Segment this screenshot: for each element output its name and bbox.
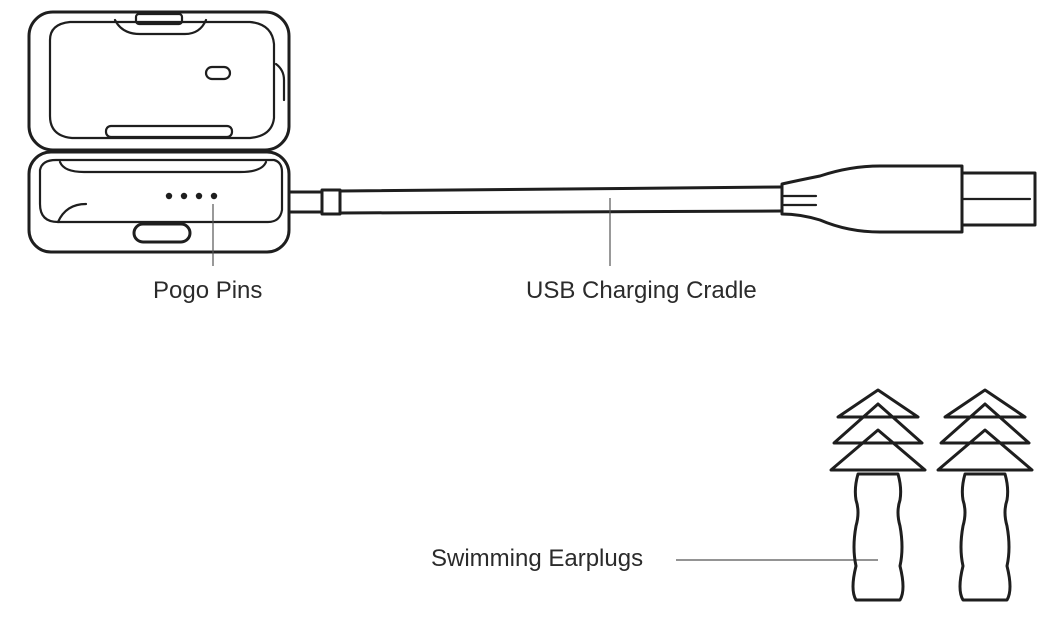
pogo-pin xyxy=(210,192,218,200)
lid-indicator-slot xyxy=(204,65,232,81)
case-base xyxy=(27,150,291,254)
cable-strain-relief-case xyxy=(287,188,342,216)
case-lid xyxy=(27,10,291,152)
charging-case xyxy=(27,10,291,254)
pogo-pin xyxy=(180,192,188,200)
usb-cable xyxy=(287,164,1037,234)
usb-plug-body xyxy=(780,164,964,234)
usb-charging-cradle-label: USB Charging Cradle xyxy=(526,277,757,304)
pogo-pin xyxy=(165,192,173,200)
pogo-pins xyxy=(165,192,218,200)
case-port xyxy=(132,222,192,244)
pogo-pins-label: Pogo Pins xyxy=(153,277,263,304)
earplug-left xyxy=(829,388,927,602)
earplug-right xyxy=(936,388,1034,602)
pogo-pin xyxy=(195,192,203,200)
swimming-earplugs-label: Swimming Earplugs xyxy=(431,545,644,572)
